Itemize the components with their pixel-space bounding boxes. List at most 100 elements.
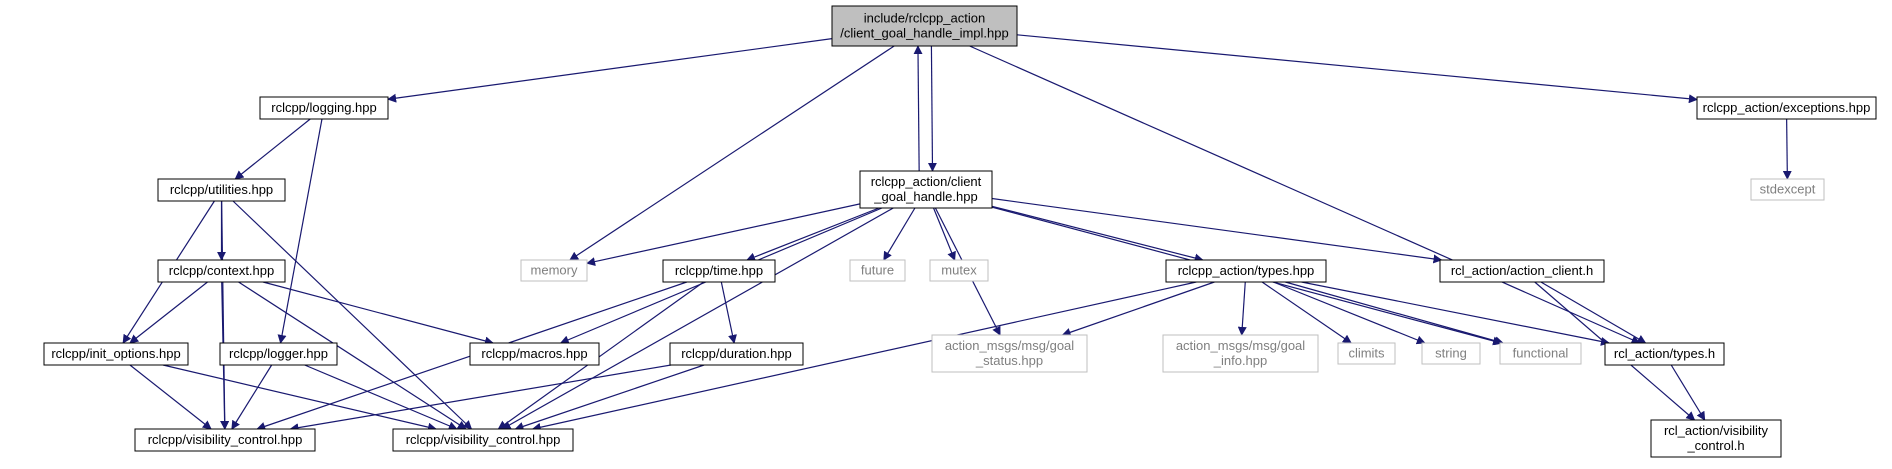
edge-root-to-logging	[387, 38, 833, 103]
node-functional: functional	[1499, 342, 1582, 365]
edge-time-to-visB	[497, 281, 704, 430]
edge-logger-to-visA	[231, 364, 273, 430]
node-box	[831, 5, 1018, 47]
node-box	[157, 259, 286, 283]
node-visA[interactable]: rclcpp/visibility_control.hpp	[134, 428, 316, 452]
edge-cgtypes-to-functional	[1285, 281, 1504, 346]
node-label: rclcpp/visibility_control.hpp	[406, 432, 561, 447]
node-label: rclcpp/macros.hpp	[481, 346, 587, 361]
edge-duration-to-visA	[289, 364, 672, 433]
edge-context-to-initopts	[129, 281, 208, 344]
edge-logging-to-logger	[277, 118, 323, 344]
node-label: action_msgs/msg/goal	[945, 338, 1074, 353]
node-box	[1337, 342, 1396, 365]
node-label: rclcpp/logging.hpp	[271, 100, 377, 115]
node-label: stdexcept	[1760, 182, 1816, 197]
edge-root-to-memory	[569, 45, 895, 261]
node-time[interactable]: rclcpp/time.hpp	[662, 259, 776, 283]
node-box	[1650, 419, 1782, 458]
node-acttypes[interactable]: rcl_action/types.h	[1604, 342, 1725, 366]
edge-root-to-acttypes	[969, 45, 1641, 344]
edge-root-to-exceptions	[1016, 34, 1698, 104]
node-label: memory	[531, 263, 578, 278]
node-logging[interactable]: rclcpp/logging.hpp	[259, 96, 389, 120]
edge-cgtypes-to-visB	[531, 281, 1197, 432]
node-label: _status.hpp	[975, 353, 1043, 368]
node-box	[859, 170, 993, 209]
edge-initopts-to-visB	[162, 364, 437, 432]
node-label: rclcpp/logger.hpp	[229, 346, 328, 361]
node-future: future	[849, 259, 906, 282]
node-box	[392, 428, 574, 452]
edge-time-to-duration	[720, 281, 737, 344]
node-label: mutex	[941, 263, 977, 278]
node-mutex: mutex	[929, 259, 989, 282]
edge-cgtypes-to-climits	[1261, 281, 1352, 344]
node-box	[43, 342, 189, 366]
node-label: rclcpp_action/client	[871, 174, 982, 189]
node-goalinfo: action_msgs/msg/goal_info.hpp	[1162, 334, 1319, 373]
edge-exceptions-to-stdexcept	[1782, 118, 1792, 180]
node-actvis[interactable]: rcl_action/visibility_control.h	[1650, 419, 1782, 458]
node-utilities[interactable]: rclcpp/utilities.hpp	[157, 178, 286, 202]
node-label: action_msgs/msg/goal	[1176, 338, 1305, 353]
node-duration[interactable]: rclcpp/duration.hpp	[669, 342, 804, 366]
edge-cgtypes-to-acttypes	[1301, 281, 1610, 346]
node-logger[interactable]: rclcpp/logger.hpp	[219, 342, 338, 366]
node-box	[929, 259, 989, 282]
edge-cgh-to-memory	[586, 203, 861, 266]
dependency-edges	[122, 34, 1792, 433]
node-actclient[interactable]: rcl_action/action_client.h	[1439, 259, 1605, 283]
node-box	[1750, 178, 1825, 201]
edge-cgh-to-actclient	[991, 197, 1443, 264]
node-label: rclcpp/context.hpp	[169, 263, 275, 278]
node-box	[259, 96, 389, 120]
edge-cgtypes-to-string	[1273, 281, 1426, 345]
dependency-nodes: include/rclcpp_action/client_goal_handle…	[43, 5, 1877, 458]
node-root[interactable]: include/rclcpp_action/client_goal_handle…	[831, 5, 1018, 47]
edge-initopts-to-visA	[129, 364, 212, 430]
node-label: rcl_action/action_client.h	[1451, 263, 1593, 278]
edge-cgh-to-visB	[501, 207, 894, 430]
node-box	[931, 334, 1088, 373]
node-label: rclcpp_action/exceptions.hpp	[1703, 100, 1871, 115]
node-box	[1162, 334, 1319, 373]
edge-logging-to-utilities	[234, 118, 311, 180]
edge-cgh-to-cgtypes	[991, 205, 1204, 263]
edge-utilities-to-visB	[232, 200, 473, 430]
node-climits: climits	[1337, 342, 1396, 365]
edge-cgh-to-future	[883, 207, 916, 261]
node-label: rcl_action/visibility	[1664, 423, 1769, 438]
node-label: climits	[1348, 346, 1385, 361]
node-cgh[interactable]: rclcpp_action/client_goal_handle.hpp	[859, 170, 993, 209]
node-label: _goal_handle.hpp	[873, 189, 977, 204]
node-cgtypes[interactable]: rclcpp_action/types.hpp	[1165, 259, 1327, 283]
edge-actclient-to-acttypes	[1540, 281, 1647, 344]
edge-cgtypes-to-goalstatus	[1061, 281, 1215, 337]
node-box	[157, 178, 286, 202]
edge-cgh-to-root	[913, 45, 923, 172]
node-macros[interactable]: rclcpp/macros.hpp	[469, 342, 600, 366]
node-box	[1421, 342, 1481, 365]
node-box	[219, 342, 338, 366]
node-label: _control.h	[1686, 438, 1744, 453]
node-label: rclcpp/visibility_control.hpp	[148, 432, 303, 447]
edge-acttypes-to-actvis	[1670, 364, 1706, 421]
node-label: _info.hpp	[1213, 353, 1268, 368]
node-label: rclcpp_action/types.hpp	[1178, 263, 1315, 278]
node-stdexcept: stdexcept	[1750, 178, 1825, 201]
node-context[interactable]: rclcpp/context.hpp	[157, 259, 286, 283]
node-box	[662, 259, 776, 283]
node-exceptions[interactable]: rclcpp_action/exceptions.hpp	[1696, 96, 1877, 120]
node-initopts[interactable]: rclcpp/init_options.hpp	[43, 342, 189, 366]
node-string: string	[1421, 342, 1481, 365]
node-box	[134, 428, 316, 452]
node-label: rclcpp/utilities.hpp	[170, 182, 273, 197]
node-visB[interactable]: rclcpp/visibility_control.hpp	[392, 428, 574, 452]
node-label: include/rclcpp_action	[864, 11, 985, 26]
edge-context-to-visB	[238, 281, 467, 430]
node-label: future	[861, 263, 894, 278]
node-box	[1696, 96, 1877, 120]
node-label: rclcpp/duration.hpp	[681, 346, 792, 361]
node-label: functional	[1513, 346, 1569, 361]
